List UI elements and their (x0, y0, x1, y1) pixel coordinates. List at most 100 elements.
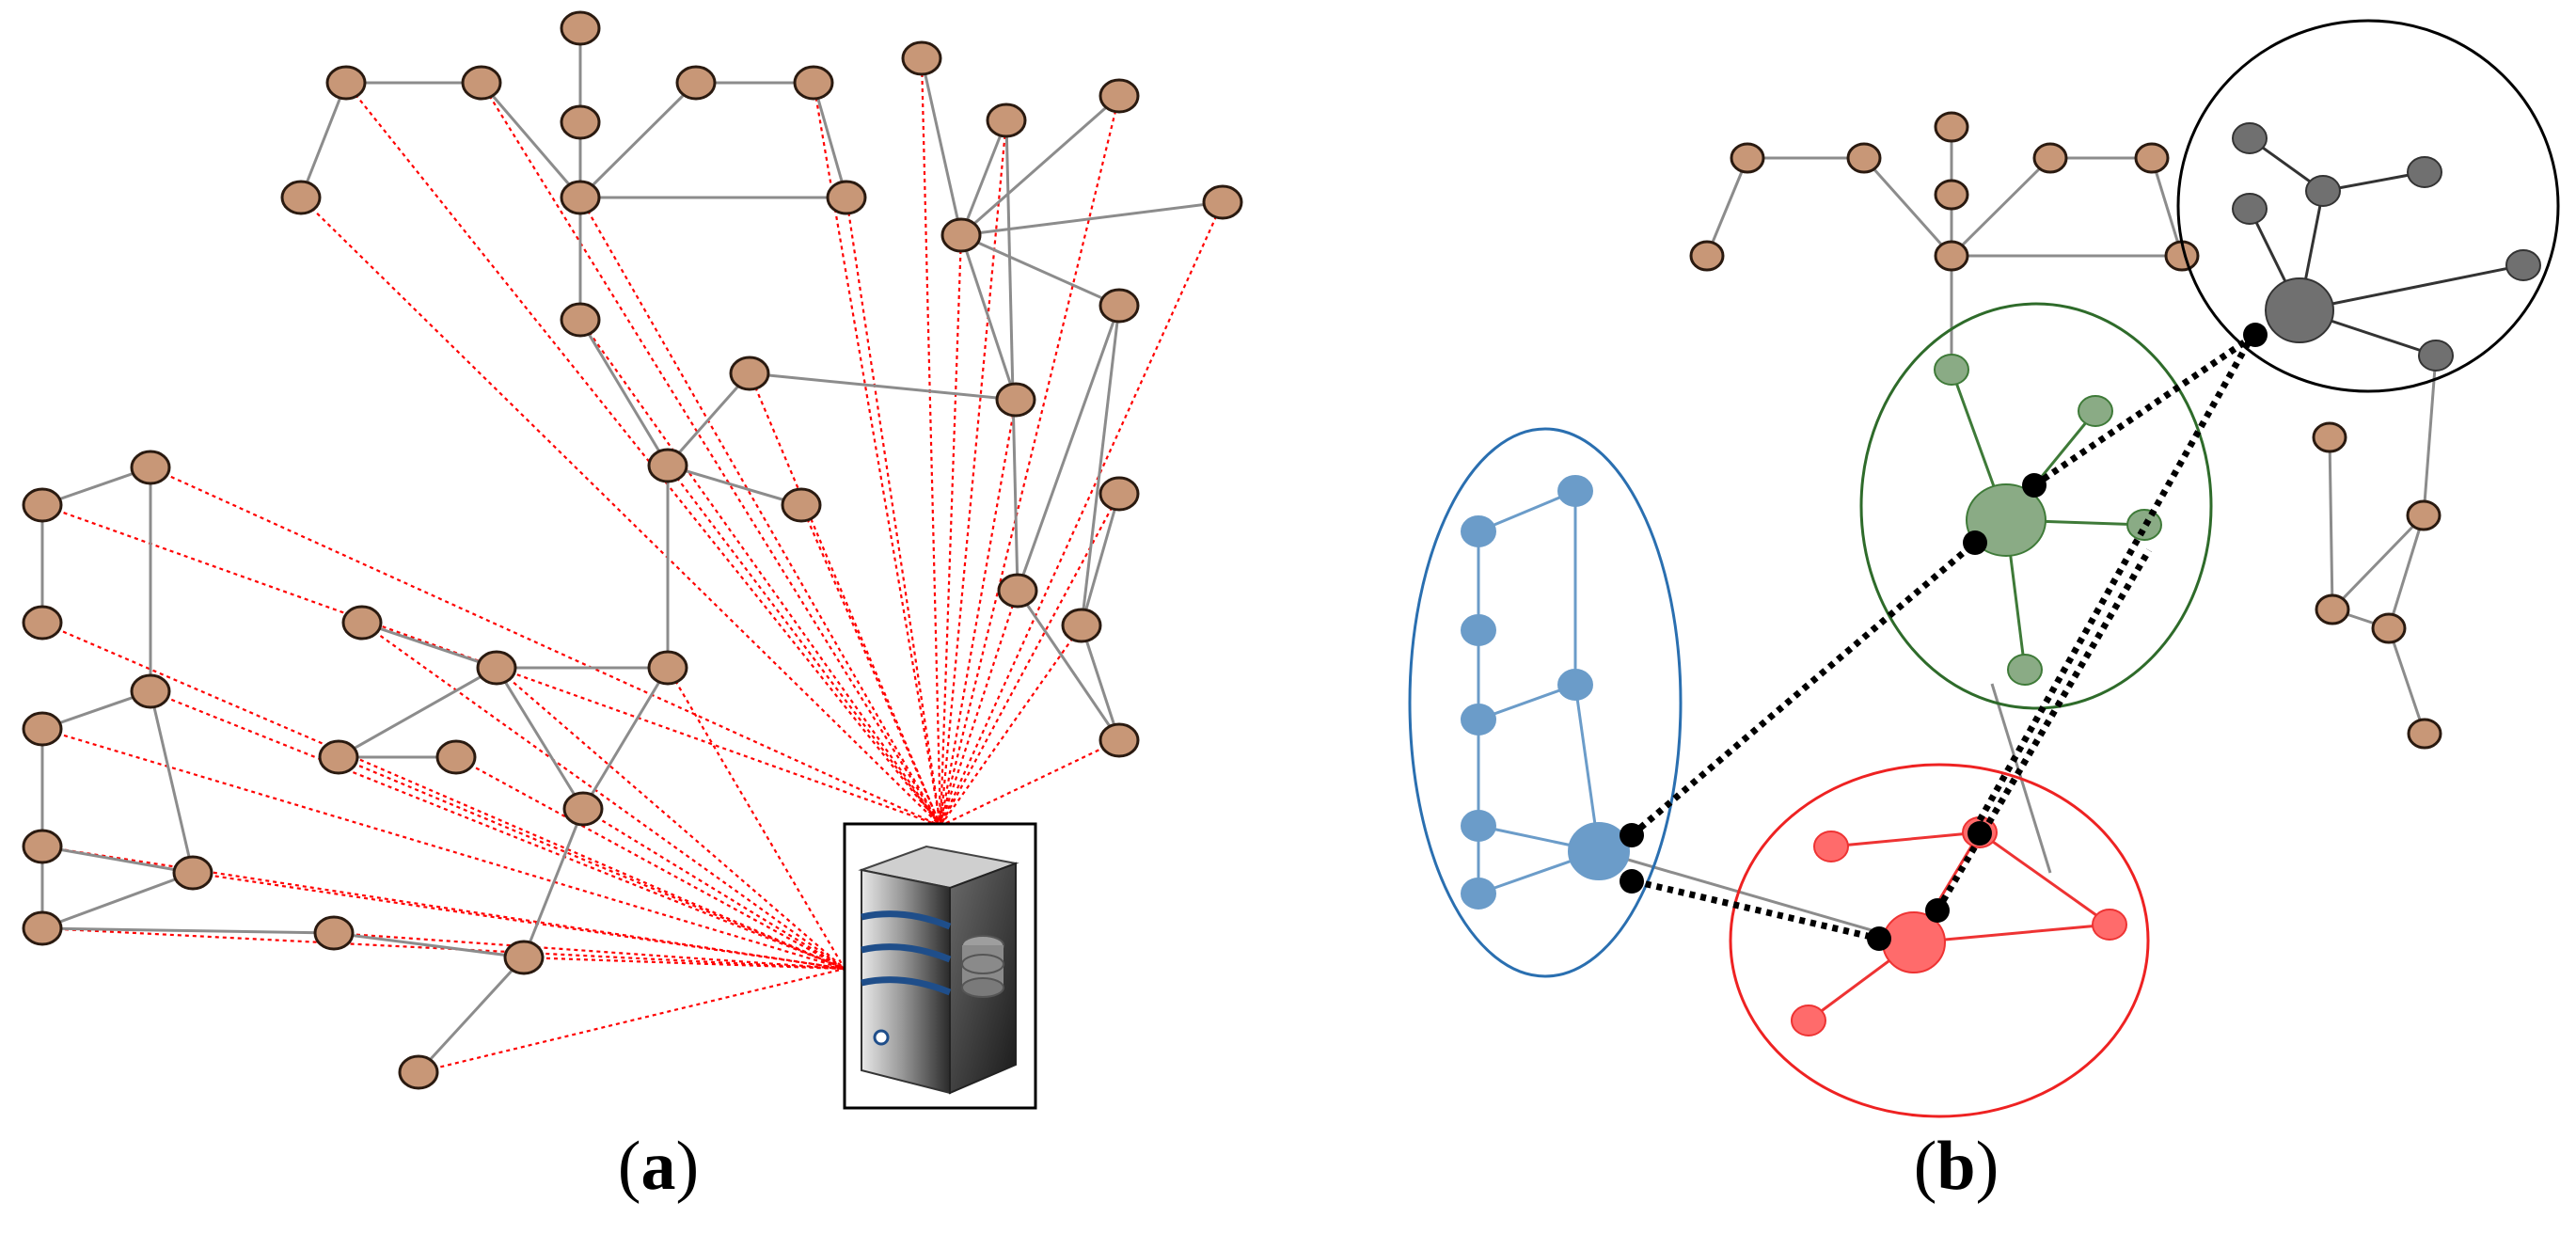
server-link (523, 956, 845, 971)
tree-edge (960, 94, 1120, 237)
server-link (361, 622, 845, 970)
server-link (667, 667, 845, 970)
tree-edge (149, 690, 195, 874)
panel-b-caption: (b) (1913, 1128, 1999, 1205)
network-node (398, 1054, 439, 1090)
server-link (939, 399, 1018, 827)
cluster-blue-head (1568, 822, 1630, 880)
network-node (675, 65, 717, 101)
network-node (280, 180, 322, 215)
network-node (1202, 184, 1243, 220)
tree-edge (1705, 157, 1749, 257)
network-node (1098, 78, 1140, 114)
network-node (560, 180, 601, 215)
server-link (300, 197, 941, 827)
tree-edge (959, 234, 1018, 401)
network-node (562, 791, 604, 827)
cluster-blue-outline (1408, 427, 1683, 978)
server-link (150, 689, 845, 971)
network-node (1098, 476, 1140, 512)
cluster-edge (1913, 923, 2110, 944)
server-link (939, 590, 1019, 827)
network-node (560, 10, 601, 46)
cluster-edge (1830, 831, 1981, 848)
network-node (826, 180, 867, 215)
server-link (150, 466, 941, 828)
panel-b-letter: b (1936, 1128, 1976, 1205)
server-link (799, 504, 942, 827)
cluster-blue-node (1557, 475, 1593, 507)
server-link (940, 739, 1120, 827)
tree-edge (2387, 514, 2426, 629)
cluster-green-node (2078, 395, 2113, 427)
tree-edge (1080, 625, 1121, 741)
tree-edge (1080, 305, 1121, 626)
gateway-point (1968, 821, 1992, 846)
network-node (560, 302, 601, 338)
network-node (130, 673, 171, 709)
gateway-point (1963, 530, 1987, 555)
cluster-grey-node (2418, 340, 2454, 372)
network-node (2032, 142, 2068, 174)
network-node (318, 739, 359, 775)
server-link (939, 201, 1225, 827)
tree-edge (480, 82, 582, 198)
cluster-green-node (1934, 354, 1969, 386)
cluster-head-link (1976, 337, 2254, 822)
cluster-head-link (1629, 540, 1978, 838)
network-node (647, 650, 688, 686)
cluster-grey-outline (2176, 19, 2560, 393)
server-link (455, 756, 845, 970)
tree-edge (522, 808, 585, 958)
panel-a-centralized-network (22, 10, 1243, 1110)
network-node (1061, 608, 1102, 643)
cluster-head-link (2032, 332, 2257, 488)
server-link (579, 319, 941, 827)
cluster-grey-node (2505, 249, 2541, 281)
cluster-blue-node (1461, 614, 1496, 646)
tree-edge (333, 931, 525, 959)
panel-a-letter: a (640, 1128, 676, 1205)
server-link (41, 621, 845, 971)
server-link (939, 234, 963, 827)
network-node (1730, 142, 1765, 174)
cluster-green-node (2007, 654, 2043, 686)
network-node (503, 940, 545, 975)
tree-edge (41, 871, 194, 930)
tree-edge (1016, 305, 1121, 592)
tree-edge (1016, 590, 1121, 741)
tree-edge (1598, 849, 1908, 942)
cluster-grey-node (2232, 122, 2268, 154)
network-node (729, 356, 770, 391)
server-link (667, 465, 941, 827)
cluster-grey-head (2265, 277, 2334, 343)
network-node (793, 65, 834, 101)
network-node (647, 448, 688, 483)
gateway-point (1620, 823, 1644, 847)
gateway-point (1925, 898, 1950, 923)
tree-edge (667, 464, 802, 507)
network-node (130, 450, 171, 485)
network-node (560, 104, 601, 140)
cluster-blue-node (1557, 669, 1593, 701)
cluster-nodes (1461, 122, 2541, 1036)
server-link (579, 197, 941, 827)
cluster-red-node (1813, 831, 1849, 862)
tree-edge (960, 200, 1224, 237)
tree-edge (666, 372, 751, 467)
server-link (920, 57, 942, 827)
cluster-grey-node (2305, 175, 2341, 207)
tree-edge (959, 119, 1008, 236)
tree-edge (1080, 493, 1121, 626)
tree-edge (812, 82, 848, 198)
cluster-blue-node (1461, 515, 1496, 547)
network-nodes (1689, 111, 2442, 750)
network-node (461, 65, 502, 101)
gateway-points (1620, 323, 2268, 951)
cluster-edge (2299, 263, 2524, 312)
cluster-red-node (2092, 909, 2127, 941)
cluster-grey-node (2232, 193, 2268, 225)
network-node (2407, 718, 2442, 750)
tree-edge (2150, 157, 2184, 257)
